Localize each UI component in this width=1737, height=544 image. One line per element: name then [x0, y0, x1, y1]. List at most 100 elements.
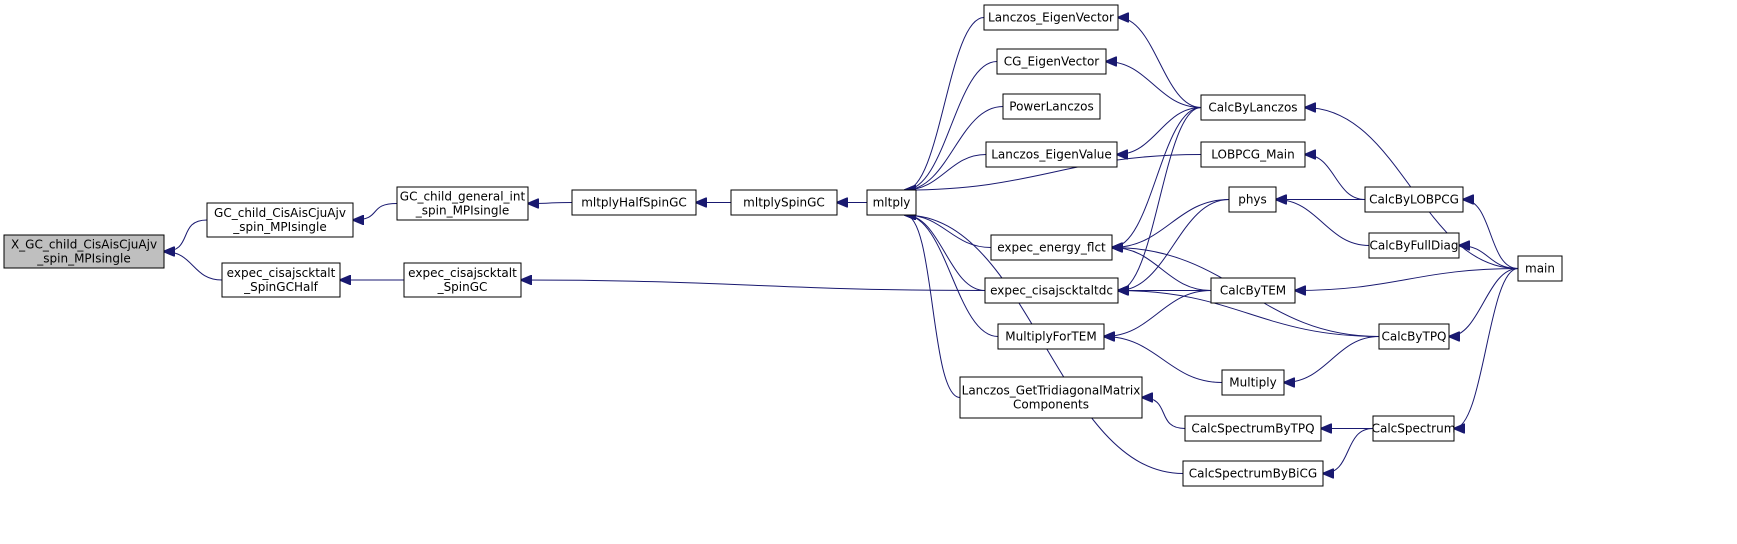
node-multfortem[interactable]: MultiplyForTEM — [997, 323, 1105, 350]
node-lobpcg_main[interactable]: LOBPCG_Main — [1200, 141, 1306, 168]
edge-multfortem-to-mltply — [905, 215, 999, 337]
node-calcbylanczos[interactable]: CalcByLanczos — [1200, 94, 1306, 121]
node-box — [997, 323, 1105, 350]
node-label: CalcSpectrumByTPQ — [1191, 422, 1314, 436]
node-root[interactable]: X_GC_child_CisAisCjuAjv_spin_MPIsingle — [3, 234, 165, 269]
edge-multiply-to-multfortem — [1104, 337, 1223, 383]
node-box — [1182, 460, 1324, 487]
node-label: Lanczos_GetTridiagonalMatrix — [962, 384, 1141, 398]
node-expec_half[interactable]: expec_cisajscktalt_SpinGCHalf — [221, 262, 341, 298]
node-gc_general[interactable]: GC_child_general_int_spin_MPIsingle — [396, 186, 529, 221]
node-lanczos_evec[interactable]: Lanczos_EigenVector — [983, 4, 1119, 31]
node-calcbylobpcg[interactable]: CalcByLOBPCG — [1364, 186, 1464, 213]
node-label: Multiply — [1229, 376, 1276, 390]
edge-expec_half-to-root — [164, 252, 223, 281]
node-label: MultiplyForTEM — [1005, 330, 1096, 344]
node-label: CalcByLOBPCG — [1369, 193, 1459, 207]
edge-calcbytem-to-multfortem — [1104, 290, 1212, 337]
node-label: _SpinGC — [437, 280, 488, 294]
node-calcbytpq[interactable]: CalcByTPQ — [1378, 323, 1450, 350]
edges-layer — [164, 17, 1519, 474]
edge-calcbylanczos-to-lanczos_evec — [1118, 18, 1202, 108]
node-cg_evec[interactable]: CG_EigenVector — [996, 48, 1107, 75]
node-label: CalcSpectrumByBiCG — [1189, 467, 1317, 481]
node-label: mltply — [873, 196, 911, 210]
edge-calcbyfulldiag-to-phys — [1276, 200, 1370, 246]
node-box — [983, 4, 1119, 31]
node-box — [985, 141, 1118, 168]
node-label: expec_cisajscktalt — [227, 266, 336, 280]
node-label: CalcSpectrum — [1372, 422, 1456, 436]
node-label: PowerLanczos — [1009, 100, 1093, 114]
edge-lanczos_tri-to-mltply — [905, 215, 961, 398]
node-label: CalcByTEM — [1220, 284, 1286, 298]
node-box — [1200, 94, 1306, 121]
node-mltplySpin[interactable]: mltplySpinGC — [730, 189, 838, 216]
node-label: expec_energy_flct — [997, 241, 1106, 255]
node-label: CalcByLanczos — [1208, 101, 1297, 115]
node-calcspecBiCG[interactable]: CalcSpectrumByBiCG — [1182, 460, 1324, 487]
edge-gc_general-to-gc_cis — [353, 203, 398, 221]
node-box — [1378, 323, 1450, 350]
edge-calcbylanczos-to-expec_tdc — [1118, 107, 1202, 291]
edge-expec_tdc-to-expec_gc — [521, 280, 986, 291]
edge-calcspecTPQ-to-lanczos_tri — [1142, 398, 1186, 429]
node-expec_gc[interactable]: expec_cisajscktalt_SpinGC — [403, 262, 522, 298]
node-lanczos_eval[interactable]: Lanczos_EigenValue — [985, 141, 1118, 168]
node-label: _SpinGCHalf — [243, 280, 319, 294]
edge-lanczos_eval-to-mltply — [905, 154, 987, 191]
node-label: CalcByTPQ — [1381, 330, 1446, 344]
node-label: expec_cisajscktaltdc — [990, 284, 1113, 298]
nodes-layer: X_GC_child_CisAisCjuAjv_spin_MPIsingleGC… — [3, 4, 1563, 487]
node-label: mltplyHalfSpinGC — [581, 196, 687, 210]
node-label: expec_cisajscktalt — [408, 266, 517, 280]
node-gc_cis[interactable]: GC_child_CisAisCjuAjv_spin_MPIsingle — [206, 202, 354, 238]
edge-gc_cis-to-root — [164, 219, 208, 252]
node-calcspectrum[interactable]: CalcSpectrum — [1372, 415, 1456, 442]
node-box — [1517, 255, 1563, 282]
node-label: _spin_MPIsingle — [415, 204, 509, 218]
node-box — [221, 262, 341, 298]
node-box — [730, 189, 838, 216]
node-label: CG_EigenVector — [1004, 55, 1100, 69]
node-label: Components — [1013, 398, 1089, 412]
node-box — [1372, 415, 1455, 442]
node-box — [866, 189, 917, 216]
edge-powerlanczos-to-mltply — [905, 106, 1004, 191]
node-expec_tdc[interactable]: expec_cisajscktaltdc — [984, 277, 1119, 304]
edge-main-to-calcbyfulldiag — [1459, 246, 1519, 269]
node-box — [206, 202, 354, 238]
edge-lobpcg_main-to-mltply — [905, 154, 1202, 191]
edge-calcbylobpcg-to-lobpcg_main — [1305, 155, 1366, 200]
edge-calcbytpq-to-expec_tdc — [1118, 291, 1380, 337]
edge-calcbylanczos-to-lanczos_eval — [1117, 107, 1202, 155]
node-box — [1002, 93, 1101, 120]
node-label: _spin_MPIsingle — [232, 220, 326, 234]
node-label: LOBPCG_Main — [1211, 148, 1295, 162]
node-main[interactable]: main — [1517, 255, 1563, 282]
node-mltply[interactable]: mltply — [866, 189, 917, 216]
node-box — [1221, 369, 1285, 396]
node-powerlanczos[interactable]: PowerLanczos — [1002, 93, 1101, 120]
node-mltplyHalf[interactable]: mltplyHalfSpinGC — [571, 189, 697, 216]
edge-calcbylanczos-to-cg_evec — [1106, 62, 1202, 108]
edge-main-to-calcbylobpcg — [1463, 200, 1519, 269]
edge-phys-to-expec_tdc — [1118, 199, 1230, 291]
node-calcspecTPQ[interactable]: CalcSpectrumByTPQ — [1184, 415, 1322, 442]
node-calcbytem[interactable]: CalcByTEM — [1210, 277, 1296, 304]
edge-calcbylanczos-to-expec_energy — [1112, 107, 1202, 248]
node-box — [984, 277, 1119, 304]
node-box — [1200, 141, 1306, 168]
node-box — [990, 234, 1113, 261]
node-phys[interactable]: phys — [1228, 186, 1277, 213]
node-multiply[interactable]: Multiply — [1221, 369, 1285, 396]
node-expec_energy[interactable]: expec_energy_flct — [990, 234, 1113, 261]
node-label: X_GC_child_CisAisCjuAjv — [11, 238, 157, 252]
node-box — [1228, 186, 1277, 213]
edge-lanczos_evec-to-mltply — [905, 17, 985, 191]
node-calcbyfulldiag[interactable]: CalcByFullDiag — [1368, 232, 1460, 259]
node-label: GC_child_general_int — [400, 190, 526, 204]
edge-calcbytem-to-expec_energy — [1112, 248, 1212, 291]
edge-calcspectrum-to-calcspecBiCG — [1323, 428, 1374, 474]
